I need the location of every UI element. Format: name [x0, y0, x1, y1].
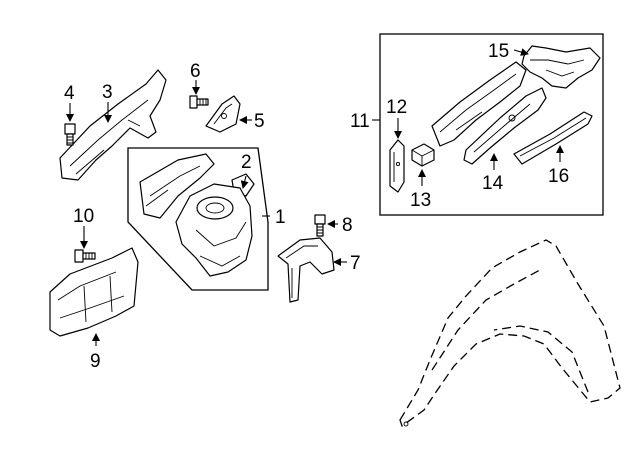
callout-11: 11 — [350, 111, 370, 132]
callout-9: 9 — [90, 351, 101, 372]
part-4-bolt[interactable] — [64, 123, 76, 146]
callout-1: 1 — [275, 207, 286, 228]
part-13-block[interactable] — [411, 143, 435, 167]
callout-2: 2 — [241, 152, 252, 173]
callout-14: 14 — [482, 173, 504, 194]
fender-outline — [399, 239, 621, 428]
callout-7: 7 — [350, 253, 361, 274]
part-8-bolt[interactable] — [314, 214, 326, 237]
part-3-rail[interactable] — [59, 69, 167, 181]
callout-10: 10 — [73, 206, 94, 227]
part-15-rail-end[interactable] — [521, 45, 601, 89]
part-11-rail[interactable] — [431, 61, 527, 147]
apron-assembly-frame — [127, 147, 269, 291]
callout-6: 6 — [190, 61, 201, 82]
part-12-plate[interactable] — [389, 139, 405, 193]
part-6-bolt[interactable] — [189, 95, 209, 109]
part-1-apron[interactable] — [139, 153, 253, 277]
part-5-gusset[interactable] — [205, 95, 241, 133]
callout-5: 5 — [254, 111, 265, 132]
callout-8: 8 — [342, 215, 353, 236]
part-10-screw[interactable] — [74, 249, 96, 263]
part-14-member[interactable] — [463, 87, 547, 165]
part-11-inset-frame — [379, 33, 604, 216]
callout-4: 4 — [64, 83, 75, 104]
part-16-sill[interactable] — [513, 111, 593, 165]
callout-16: 16 — [548, 166, 569, 187]
callout-3: 3 — [102, 82, 113, 103]
part-9-splash-shield[interactable] — [49, 247, 139, 337]
part-7-bracket[interactable] — [277, 237, 335, 303]
callout-13: 13 — [410, 190, 431, 211]
callout-12: 12 — [386, 97, 407, 118]
leader-lines — [66, 48, 564, 346]
callout-15: 15 — [488, 41, 509, 62]
